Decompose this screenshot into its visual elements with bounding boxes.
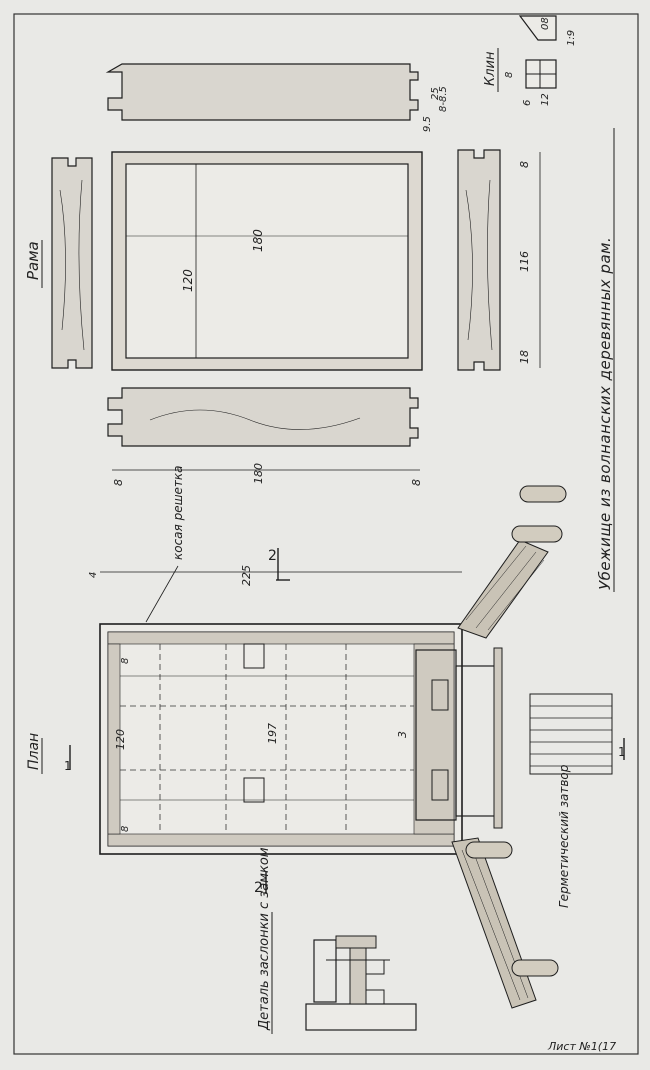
wedge-dim-12: 12 [540,93,551,106]
plan-dim-3: 3 [396,731,409,738]
frame-dim-85: 8-8.5 [438,86,449,112]
frame-dim-180: 180 [251,229,265,252]
wedge-dim-6: 6 [522,100,533,106]
frame-dim-120: 120 [181,269,195,292]
plan-title: План [26,733,42,770]
section-mark-2-top: 2 [268,548,277,564]
entrance-gate [415,647,503,829]
sheet-title: Убежище из волнанских деревянных рам. [596,237,614,590]
frame-dim-8-left: 8 [112,479,125,486]
sheet-number: Лист №1(17 [547,1040,616,1053]
gate-detail-section: Деталь заслонки с замком 2 [254,847,417,1034]
log-pile-lower [451,837,559,1009]
right-side-bar [457,149,501,371]
plan-dim-197: 197 [266,723,279,744]
plan-section: План 1 2 120 197 3 8 8 4 [26,465,626,1009]
frame-dim-18: 18 [518,350,531,364]
wedge-title: Клин [483,51,498,86]
frame-dim-95: 9.5 [422,116,433,132]
frame-dim-8-right: 8 [410,479,423,486]
wedge-dim-08: 08 [540,17,551,30]
frame-front-view [111,151,423,371]
plan-outer-wall [99,623,463,855]
gate-detail-drawing [305,935,417,1031]
left-side-bar [51,157,93,369]
label-oblique-lattice: косая решетка [171,465,185,560]
sheet-border [13,13,639,1055]
section-mark-1-right: 1 [618,745,626,759]
log-pile-upper [457,485,567,639]
bottom-tenon-bar [107,387,419,447]
hermetic-gate [529,693,613,775]
plan-dim-4: 4 [88,572,99,578]
wedge-detail: Клин 8 6 12 08 1:9 [483,15,577,106]
plan-dim-8a: 8 [120,658,131,664]
plan-dim-8b: 8 [120,826,131,832]
frame-dim-8-top: 8 [518,161,531,168]
frame-section: Рама 180 120 25 8-8.5 9.5 8 116 [24,63,541,486]
plan-dim-120: 120 [114,729,127,750]
detail-section-mark: 2 [254,880,263,896]
frame-dim-180-bottom: 180 [252,463,265,484]
top-tenon-bar [105,63,419,121]
detail-title: Деталь заслонки с замком [257,847,272,1031]
frame-section-title: Рама [24,241,42,280]
frame-dim-116: 116 [518,251,531,272]
frame-dim-25: 25 [430,87,441,100]
wedge-dim-ratio: 1:9 [566,30,577,46]
wedge-dim-8: 8 [504,72,515,78]
section-mark-1-left: 1 [64,759,72,773]
label-hermetic-gate: Герметический затвор [557,764,571,908]
plan-dim-225: 225 [240,565,253,586]
